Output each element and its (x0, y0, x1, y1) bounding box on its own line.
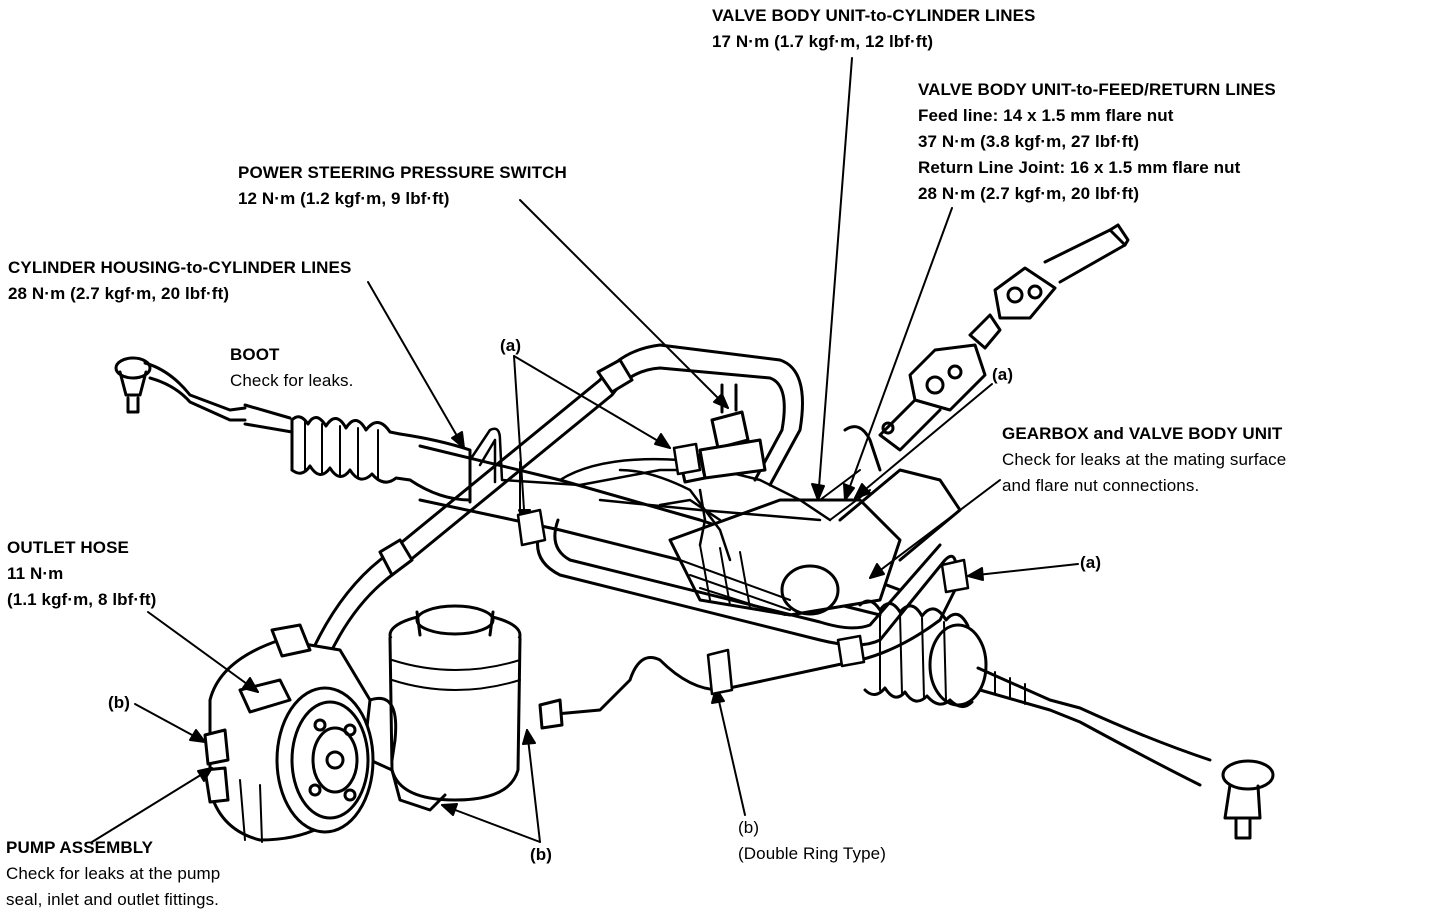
gearbox-note2: and flare nut connections. (1002, 476, 1200, 495)
outlet-hose-torque1: 11 N·m (7, 564, 64, 583)
label-a-top: (a) (500, 333, 521, 359)
valve-body-feed-title: VALVE BODY UNIT-to-FEED/RETURN LINES (918, 80, 1276, 99)
outlet-hose-torque2: (1.1 kgf·m, 8 lbf·ft) (7, 590, 157, 609)
b-bottom-text: (b) (530, 845, 553, 864)
label-cylinder-housing: CYLINDER HOUSING-to-CYLINDER LINES 28 N·… (8, 255, 351, 307)
label-boot: BOOT Check for leaks. (230, 342, 353, 394)
label-b-left: (b) (108, 690, 130, 716)
pressure-switch-title: POWER STEERING PRESSURE SWITCH (238, 163, 567, 182)
return-hose (536, 518, 958, 730)
label-outlet-hose: OUTLET HOSE 11 N·m (1.1 kgf·m, 8 lbf·ft) (7, 535, 156, 613)
cylinder-housing-torque: 28 N·m (2.7 kgf·m, 20 lbf·ft) (8, 284, 230, 303)
feed-hose (298, 343, 804, 684)
hose-clamps (516, 442, 970, 696)
valve-body-feed-line1: Feed line: 14 x 1.5 mm flare nut (918, 106, 1174, 125)
outlet-hose-title: OUTLET HOSE (7, 538, 129, 557)
cylinder-housing-title: CYLINDER HOUSING-to-CYLINDER LINES (8, 258, 352, 277)
pump-note1: Check for leaks at the pump (6, 864, 221, 883)
valve-body-cylinder-torque: 17 N·m (1.7 kgf·m, 12 lbf·ft) (712, 32, 934, 51)
label-gearbox: GEARBOX and VALVE BODY UNIT Check for le… (1002, 421, 1286, 499)
reservoir (368, 604, 522, 812)
valve-body-feed-line3: Return Line Joint: 16 x 1.5 mm flare nut (918, 158, 1241, 177)
left-tie-rod (114, 356, 294, 434)
label-pump-assembly: PUMP ASSEMBLY Check for leaks at the pum… (6, 835, 220, 913)
label-b-bottom: (b) (530, 842, 552, 868)
valve-body-cylinder-title: VALVE BODY UNIT-to-CYLINDER LINES (712, 6, 1036, 25)
valve-body-feed-line4: 28 N·m (2.7 kgf·m, 20 lbf·ft) (918, 184, 1140, 203)
boot-title: BOOT (230, 345, 280, 364)
label-pressure-switch: POWER STEERING PRESSURE SWITCH 12 N·m (1… (238, 160, 567, 212)
valve-body-feed-line2: 37 N·m (3.8 kgf·m, 27 lbf·ft) (918, 132, 1140, 151)
a-top-text: (a) (500, 336, 522, 355)
pump-note2: seal, inlet and outlet fittings. (6, 890, 219, 909)
label-a-right: (a) (1080, 550, 1101, 576)
gearbox-title: GEARBOX and VALVE BODY UNIT (1002, 424, 1283, 443)
b-double-text: (b) (738, 818, 760, 837)
pressure-switch-torque: 12 N·m (1.2 kgf·m, 9 lbf·ft) (238, 189, 450, 208)
pump-assembly (203, 623, 398, 843)
gearbox-unit (668, 425, 962, 617)
label-b-double-ring: (b) (Double Ring Type) (738, 815, 886, 867)
left-boot (290, 415, 472, 502)
steering-shaft (878, 223, 1130, 452)
right-tie-rod (976, 666, 1275, 840)
boot-note: Check for leaks. (230, 371, 354, 390)
right-boot (858, 599, 988, 708)
gearbox-note1: Check for leaks at the mating surface (1002, 450, 1287, 469)
pump-title: PUMP ASSEMBLY (6, 838, 154, 857)
label-valve-body-to-cylinder: VALVE BODY UNIT-to-CYLINDER LINES 17 N·m… (712, 3, 1035, 55)
b-left-text: (b) (108, 693, 131, 712)
cylinder-lines (468, 427, 832, 562)
b-double-note: (Double Ring Type) (738, 844, 886, 863)
a-right-top-text: (a) (992, 365, 1014, 384)
label-valve-body-to-feed-return: VALVE BODY UNIT-to-FEED/RETURN LINES Fee… (918, 77, 1276, 207)
label-a-right-top: (a) (992, 362, 1013, 388)
a-right-text: (a) (1080, 553, 1102, 572)
